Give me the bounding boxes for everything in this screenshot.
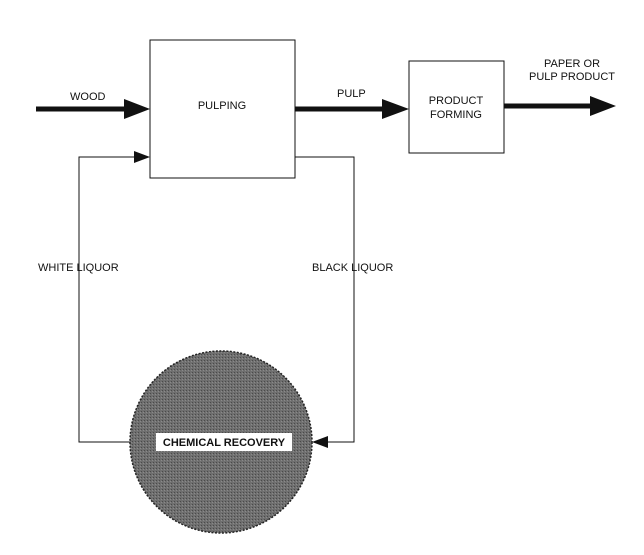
pulping-box	[149, 39, 296, 179]
chemical-recovery-label-bg	[156, 433, 292, 451]
product-forming-box	[408, 60, 505, 154]
black-liquor-line	[295, 156, 355, 448]
product-forming-label-line2: FORMING	[430, 109, 482, 121]
output-label-line1: PAPER OR	[544, 58, 600, 70]
chemical-recovery-label: CHEMICAL RECOVERY	[163, 437, 286, 449]
wood-label: WOOD	[70, 91, 105, 103]
output-arrow	[504, 96, 616, 116]
output-label-line2: PULP PRODUCT	[529, 71, 615, 83]
pulping-label: PULPING	[198, 100, 246, 112]
pulp-arrow	[295, 99, 409, 119]
black-liquor-label: BLACK LIQUOR	[312, 262, 393, 274]
white-liquor-label: WHITE LIQUOR	[38, 262, 119, 274]
white-liquor-line	[78, 151, 150, 443]
product-forming-label-line1: PRODUCT	[429, 95, 484, 107]
pulp-label: PULP	[337, 88, 366, 100]
wood-input-arrow	[36, 99, 150, 119]
